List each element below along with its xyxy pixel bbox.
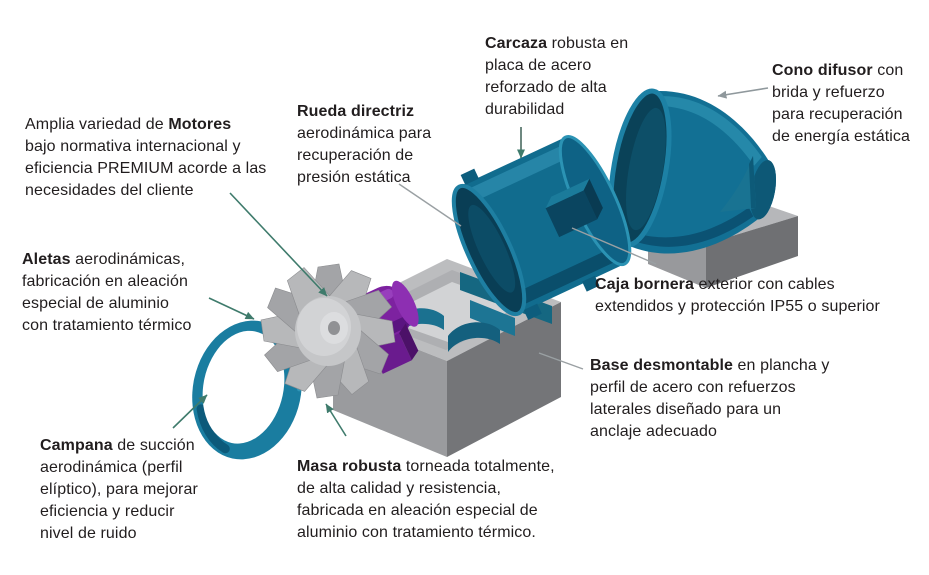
leader-caja	[571, 227, 657, 265]
arrow-aletas	[208, 297, 255, 320]
annotation-term: Base desmontable	[590, 357, 733, 374]
annotation-text: de succión aerodinámica (perfil elíptico…	[40, 437, 198, 542]
annotation-text: Amplia variedad de	[25, 116, 169, 133]
arrow-motores	[229, 192, 328, 297]
annotation-motores: Amplia variedad de Motores bajo normativ…	[25, 114, 325, 202]
annotation-masa-robusta: Masa robusta torneada totalmente, de alt…	[297, 456, 617, 544]
annotation-campana: Campana de succión aerodinámica (perfil …	[40, 435, 260, 545]
annotation-term: Caja bornera	[595, 276, 695, 293]
annotation-term: Campana	[40, 437, 113, 454]
leader-rueda	[398, 183, 462, 227]
annotation-text: en plancha y perfil de acero con refuerz…	[590, 357, 830, 440]
annotation-text: bajo normativa internacional y eficienci…	[25, 138, 267, 199]
carcaza-cylinder	[451, 135, 632, 320]
annotation-text: torneada totalmente, de alta calidad y r…	[297, 458, 555, 541]
annotation-aletas: Aletas aerodinámicas, fabricación en ale…	[22, 249, 252, 337]
annotation-text: aerodinámica para recuperación de presió…	[297, 125, 432, 186]
annotation-base-desmontable: Base desmontable en plancha y perfil de …	[590, 355, 890, 443]
annotation-text: aerodinámicas, fabricación en aleación e…	[22, 251, 192, 334]
masa-hub	[295, 296, 361, 366]
annotation-text: exterior con cables extendidos y protecc…	[595, 276, 880, 315]
annotation-caja-bornera: Caja bornera exterior con cables extendi…	[595, 274, 927, 318]
annotation-text: con brida y refuerzo para recuperación d…	[772, 62, 910, 145]
leader-arrows	[172, 87, 769, 437]
annotation-carcaza: Carcaza robusta en placa de acero reforz…	[485, 33, 660, 121]
arrow-campana	[172, 394, 208, 429]
annotation-term: Aletas	[22, 251, 71, 268]
annotation-term: Motores	[168, 116, 232, 133]
caja-bornera-box	[545, 178, 603, 238]
annotation-term: Masa robusta	[297, 458, 402, 475]
leader-base	[538, 352, 584, 370]
annotation-rueda-directriz: Rueda directriz aerodinámica para recupe…	[297, 101, 487, 189]
arrow-masa	[325, 403, 347, 437]
cone-support-fin	[720, 156, 756, 212]
annotation-text: robusta en placa de acero reforzado de a…	[485, 35, 629, 118]
annotation-cono-difusor: Cono difusor con brida y refuerzo para r…	[772, 60, 928, 148]
annotation-term: Cono difusor	[772, 62, 873, 79]
arrow-cono	[717, 87, 769, 99]
annotation-term: Carcaza	[485, 35, 548, 52]
annotation-term: Rueda directriz	[297, 103, 415, 120]
